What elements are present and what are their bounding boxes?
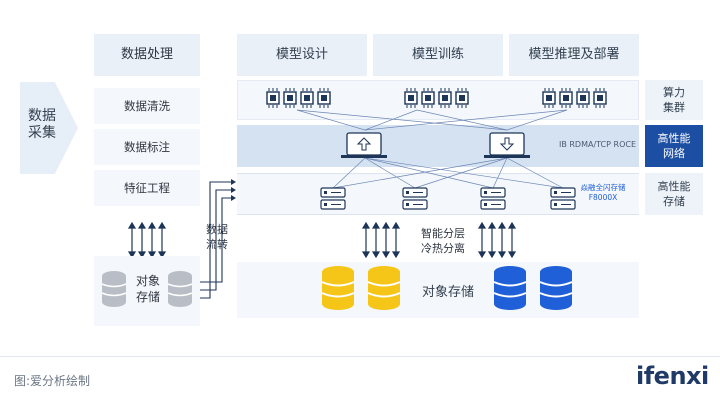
gpu-chip-icon — [438, 88, 452, 108]
gpu-chip-icon — [404, 88, 418, 108]
gpu-chip-icon — [300, 88, 314, 108]
gray-database-icons — [101, 271, 193, 307]
figure-caption: 图:爱分析绘制 — [14, 374, 91, 388]
network-switch-left-icon — [341, 132, 387, 158]
step-data-labeling: 数据标注 — [94, 129, 200, 165]
topology-diagram — [296, 109, 576, 210]
storage-server-icon — [550, 187, 576, 210]
left-transfer-arrows — [127, 222, 167, 258]
gpu-chip-icon — [576, 88, 590, 108]
storage-server-icon — [320, 187, 346, 210]
tab-model-training: 模型训练 — [373, 34, 503, 76]
label-high-perf-storage: 高性能 存储 — [645, 173, 703, 215]
gpu-chip-icon — [421, 88, 435, 108]
gpu-chip-icon — [266, 88, 280, 108]
footer-divider — [0, 356, 720, 357]
gpu-chip-icon — [542, 88, 556, 108]
gpu-chip-icons — [266, 88, 607, 108]
network-protocol-text: IB RDMA/TCP ROCE — [558, 140, 636, 149]
gpu-chip-icon — [317, 88, 331, 108]
tiering-arrows — [362, 222, 517, 258]
step-data-cleaning: 数据清洗 — [94, 88, 200, 124]
ifenxi-logo: ifenxi — [636, 362, 709, 390]
label-compute-cluster: 算力 集群 — [645, 80, 703, 120]
tab-model-design: 模型设计 — [237, 34, 367, 76]
object-storage-label: 对象存储 — [421, 285, 474, 300]
storage-server-icon — [402, 187, 428, 210]
tab-model-inference: 模型推理及部署 — [509, 34, 639, 76]
storage-product-text: 焱融全闪存储 F8000X — [580, 183, 626, 202]
tiering-label: 智能分层 冷热分离 — [421, 227, 465, 255]
step-feature-engineering: 特征工程 — [94, 170, 200, 206]
network-band — [237, 125, 639, 167]
data-collection-label: 数据 采集 — [28, 108, 56, 141]
object-storage-database-icons — [321, 266, 573, 310]
label-high-perf-network: 高性能 网络 — [645, 125, 703, 167]
storage-server-icon — [480, 187, 506, 210]
gpu-chip-icon — [283, 88, 297, 108]
gpu-chip-icon — [455, 88, 469, 108]
data-flow-connectors — [200, 179, 236, 299]
gpu-chip-icon — [593, 88, 607, 108]
gpu-chip-icon — [559, 88, 573, 108]
data-processing-header: 数据处理 — [94, 34, 200, 76]
left-object-storage-label: 对象 存储 — [135, 274, 160, 304]
network-switch-right-icon — [484, 132, 530, 158]
